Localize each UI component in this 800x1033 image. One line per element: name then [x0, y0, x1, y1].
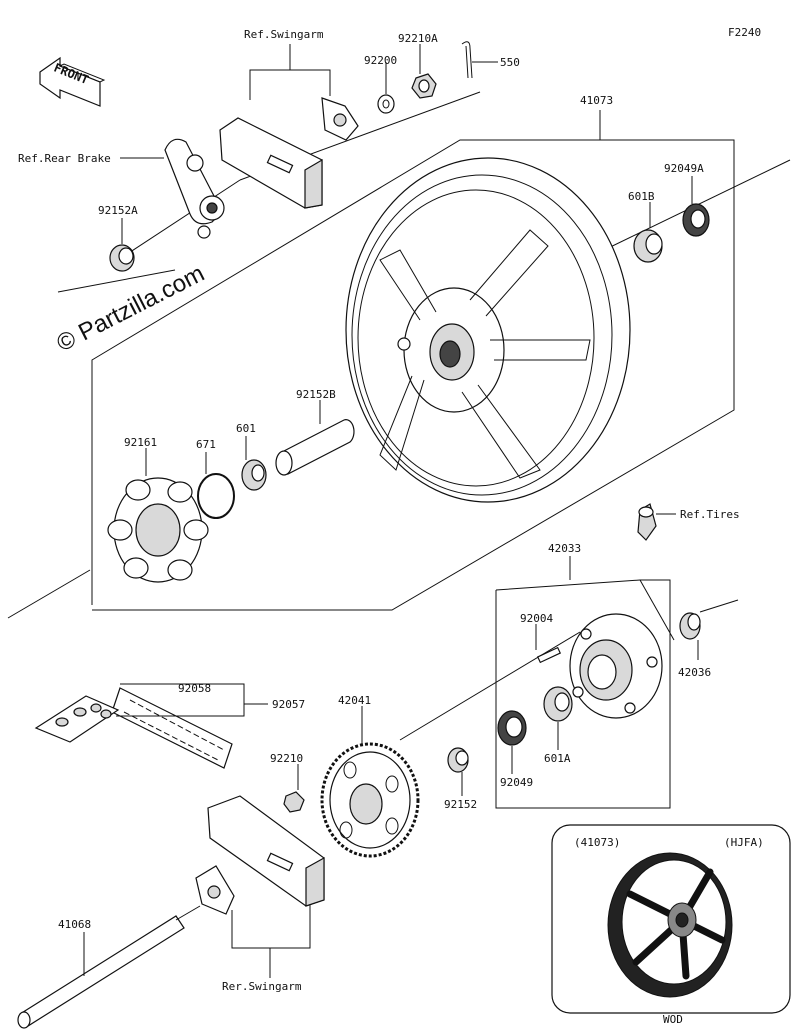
axle-41068	[17, 905, 201, 1029]
label-ref-rear-brake: Ref.Rear Brake	[18, 152, 111, 165]
o-ring-671	[197, 473, 235, 519]
label-601A: 601A	[544, 752, 571, 765]
inset-part: (41073)	[574, 836, 620, 849]
label-92161: 92161	[124, 436, 157, 449]
sprocket-42041	[320, 742, 420, 858]
label-671: 671	[196, 438, 216, 451]
seal-92049	[497, 710, 527, 746]
part-labels: Ref.Swingarm 92210A 92200 550 Ref.Rear B…	[18, 28, 740, 993]
watermark: © Partzilla.com	[52, 260, 208, 357]
inset-wheel-variant: (41073) (HJFA) WOD	[551, 824, 791, 1026]
collar-42036	[679, 612, 701, 640]
label-92049: 92049	[500, 776, 533, 789]
label-ref-swingarm: Ref.Swingarm	[244, 28, 324, 41]
collar-92152	[447, 747, 469, 773]
tire-valve	[637, 503, 657, 541]
bearing-601B	[633, 229, 663, 263]
label-601B: 601B	[628, 190, 655, 203]
label-92210: 92210	[270, 752, 303, 765]
lower-swingarm-bracket	[195, 795, 325, 915]
leader-lines	[83, 44, 699, 976]
label-92200: 92200	[364, 54, 397, 67]
collar-92152B	[275, 419, 355, 476]
seal-92049A	[682, 203, 710, 237]
diagram-code: F2240	[728, 26, 761, 39]
label-92152A: 92152A	[98, 204, 138, 217]
label-rer-swingarm: Rer.Swingarm	[222, 980, 302, 993]
damper-92161	[107, 477, 209, 583]
stud-92004	[536, 646, 562, 664]
label-42036: 42036	[678, 666, 711, 679]
label-ref-tires: Ref.Tires	[680, 508, 740, 521]
label-41073: 41073	[580, 94, 613, 107]
bearing-601	[241, 459, 267, 491]
rear-brake-bracket	[164, 138, 225, 239]
label-92210A: 92210A	[398, 32, 438, 45]
rear-wheel-41073	[345, 157, 631, 503]
label-92049A: 92049A	[664, 162, 704, 175]
label-92004: 92004	[520, 612, 553, 625]
label-42041: 42041	[338, 694, 371, 707]
front-arrow: FRONT	[39, 56, 106, 107]
washer-92200	[377, 94, 395, 114]
label-92152B: 92152B	[296, 388, 336, 401]
lower-frame	[399, 579, 739, 809]
inset-color: WOD	[663, 1013, 683, 1026]
label-601: 601	[236, 422, 256, 435]
label-92152: 92152	[444, 798, 477, 811]
label-550: 550	[500, 56, 520, 69]
label-92058: 92058	[178, 682, 211, 695]
lower-bracket-lines	[116, 44, 331, 978]
bearing-601A	[543, 686, 573, 722]
coupling-42033	[569, 613, 663, 719]
chain-link-92058	[34, 695, 120, 743]
label-92057: 92057	[272, 698, 305, 711]
nut-92210	[283, 791, 305, 813]
nut-92210A	[411, 73, 437, 99]
cotter-pin-550	[461, 41, 473, 79]
chain-92057	[111, 687, 233, 769]
label-41068: 41068	[58, 918, 91, 931]
collar-92152A	[109, 244, 135, 272]
label-42033: 42033	[548, 542, 581, 555]
inset-code: (HJFA)	[724, 836, 764, 849]
upper-swingarm-bracket	[219, 97, 359, 209]
